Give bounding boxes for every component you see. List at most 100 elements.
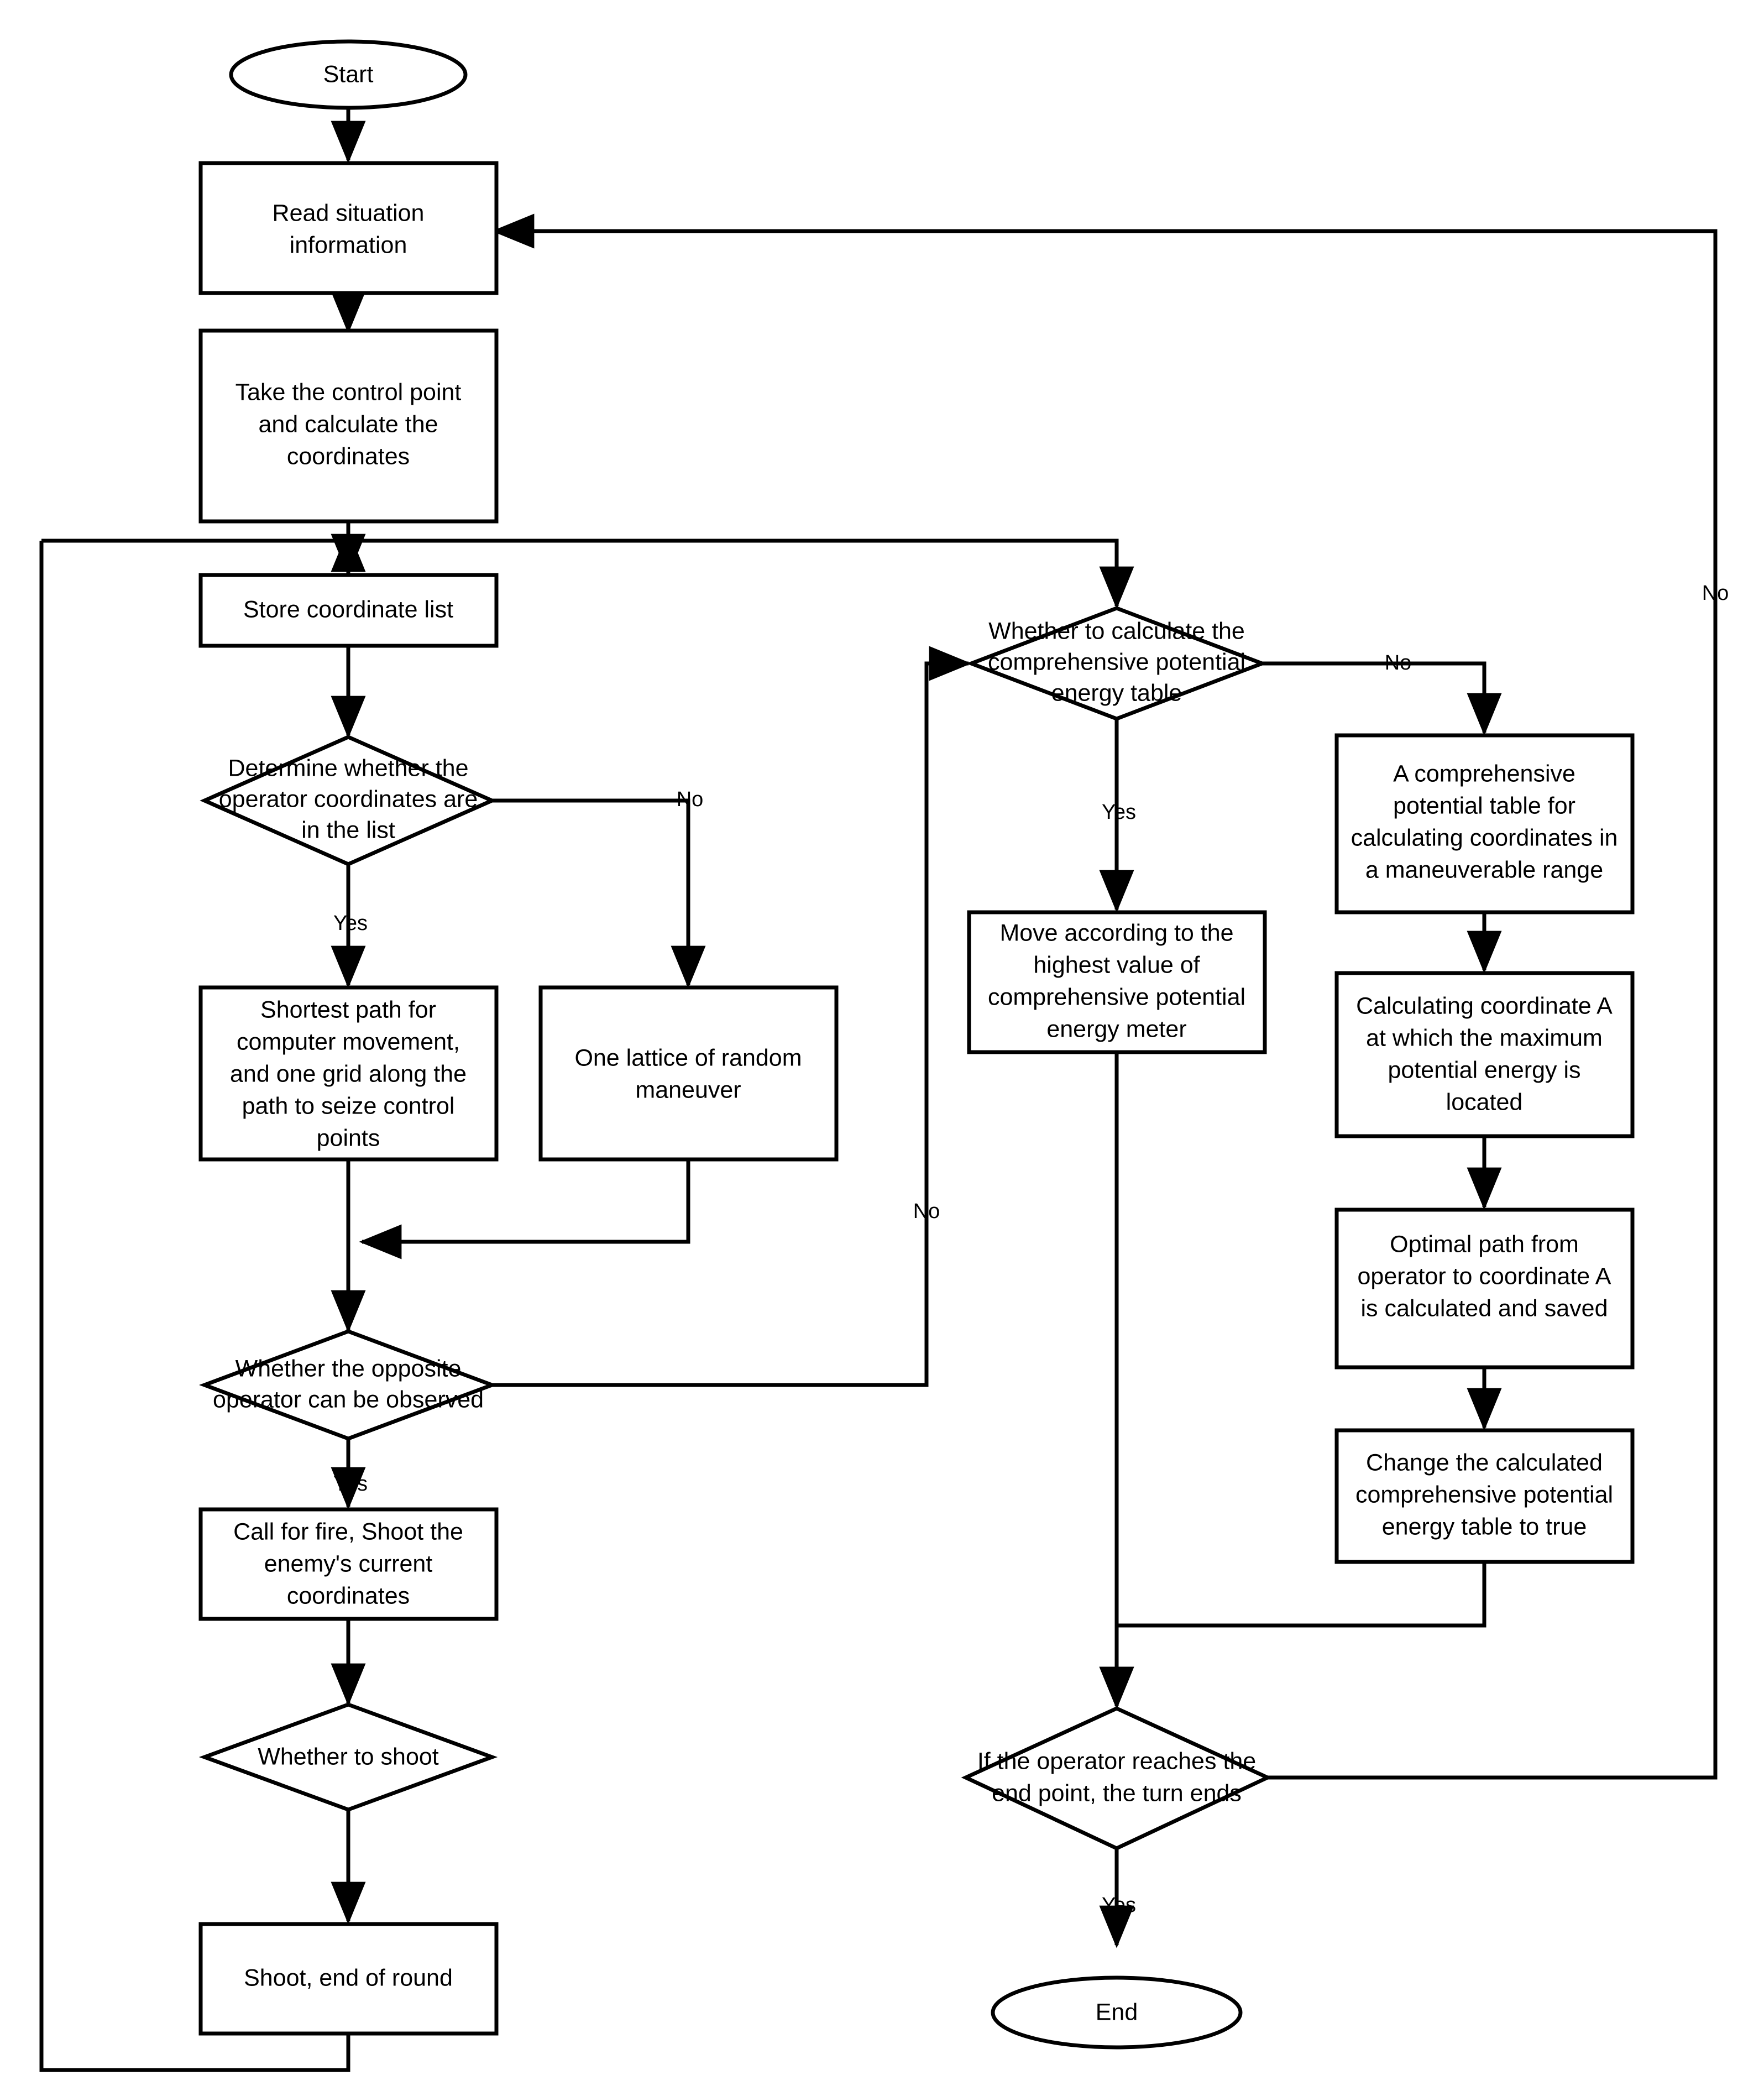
- shortest-path-label-line1: Shortest path for: [260, 996, 436, 1023]
- node-comprehensive-table[interactable]: A comprehensive potential table for calc…: [1334, 733, 1635, 914]
- node-move-highest-value[interactable]: Move according to the highest value of c…: [967, 910, 1267, 1054]
- call-for-fire-shape: [198, 1507, 499, 1621]
- node-shoot-end-round[interactable]: Shoot, end of round: [198, 1922, 499, 2036]
- store-coordinate-list-label: Store coordinate list: [243, 596, 453, 623]
- whether-to-shoot-label: Whether to shoot: [258, 1743, 439, 1770]
- determine-in-list-shape: [200, 735, 497, 866]
- edge-shoot-end-round-loop-back: [39, 541, 350, 2072]
- whether-observe-opposite-label-line2: operator can be observed: [213, 1386, 484, 1413]
- call-for-fire-label-line1: Call for fire, Shoot the: [233, 1518, 463, 1545]
- node-optimal-path[interactable]: Optimal path from operator to coordinate…: [1334, 1208, 1635, 1370]
- whether-to-shoot-shape: [198, 1702, 498, 1812]
- edge-bus-take-control-point-to-calc-table: [41, 539, 1134, 609]
- change-table-true-shape: [1334, 1428, 1635, 1564]
- edge-label-determine-no: No: [677, 788, 704, 811]
- operator-reaches-end-label-line2: end point, the turn ends: [992, 1780, 1242, 1806]
- shortest-path-label-line5: points: [317, 1125, 380, 1151]
- shoot-end-round-label: Shoot, end of round: [244, 1964, 453, 1991]
- calc-coordinate-a-label-line3: potential energy is: [1388, 1057, 1581, 1083]
- calc-coordinate-a-label-line1: Calculating coordinate A: [1356, 992, 1613, 1019]
- node-store-coordinate-list[interactable]: Store coordinate list: [198, 573, 499, 648]
- edge-change-table-true-to-reaches-end: [1099, 1562, 1486, 1710]
- edge-label-observe-no: No: [913, 1200, 940, 1223]
- edge-label-observe-yes: Yes: [333, 1472, 368, 1496]
- node-whether-calc-table[interactable]: Whether to calculate the comprehensive p…: [966, 606, 1268, 721]
- optimal-path-shape: [1334, 1208, 1635, 1370]
- edge-one-lattice-to-merge: [359, 1159, 690, 1259]
- node-call-for-fire[interactable]: Call for fire, Shoot the enemy's current…: [198, 1507, 499, 1621]
- start-terminator-shape: [229, 39, 468, 110]
- whether-calc-table-label-line2: comprehensive potential: [988, 649, 1245, 675]
- edge-whether-observe-no-to-calc-table: [492, 646, 972, 1387]
- change-table-true-label-line2: comprehensive potential: [1355, 1481, 1613, 1508]
- edge-determine-in-list-no-to-one-lattice: [492, 798, 706, 989]
- shortest-path-label-line4: path to seize control: [242, 1093, 455, 1119]
- comprehensive-table-label-line4: a maneuverable range: [1365, 856, 1603, 883]
- node-change-table-true[interactable]: Change the calculated comprehensive pote…: [1334, 1428, 1635, 1564]
- node-operator-reaches-end[interactable]: If the operator reaches the end point, t…: [961, 1706, 1273, 1851]
- end-terminator-shape: [991, 1975, 1243, 2050]
- edge-calc-table-no-to-comprehensive-table: [1260, 661, 1502, 736]
- read-situation-shape: [198, 161, 499, 295]
- read-situation-label-line2: information: [290, 232, 407, 258]
- edge-label-layer: No Yes Yes No No Yes Yes No: [333, 582, 1729, 1917]
- one-lattice-random-label-line2: maneuver: [635, 1076, 741, 1103]
- comprehensive-table-label-line1: A comprehensive: [1393, 760, 1575, 787]
- call-for-fire-label-line3: coordinates: [287, 1582, 410, 1609]
- node-read-situation[interactable]: Read situation information: [198, 161, 499, 295]
- determine-in-list-label-line3: in the list: [301, 817, 395, 843]
- determine-in-list-label-line1: Determine whether the: [228, 755, 469, 781]
- connector-layer: [39, 108, 1718, 2072]
- edge-label-determine-yes: Yes: [333, 912, 368, 935]
- shortest-path-label-line3: and one grid along the: [230, 1060, 467, 1087]
- node-take-control-point[interactable]: Take the control point and calculate the…: [198, 328, 499, 524]
- move-highest-value-label-line3: comprehensive potential: [988, 984, 1245, 1010]
- calc-coordinate-a-shape: [1334, 971, 1635, 1138]
- node-whether-observe-opposite[interactable]: Whether the opposite operator can be obs…: [198, 1329, 498, 1441]
- take-control-point-label-line3: coordinates: [287, 443, 410, 469]
- calc-coordinate-a-label-line2: at which the maximum: [1366, 1025, 1603, 1051]
- take-control-point-label-line2: and calculate the: [258, 411, 438, 437]
- read-situation-label-line1: Read situation: [273, 200, 425, 226]
- node-start[interactable]: Start: [229, 39, 468, 110]
- edge-label-calc-table-yes: Yes: [1102, 801, 1136, 824]
- one-lattice-random-shape: [538, 985, 839, 1162]
- change-table-true-label-line1: Change the calculated: [1366, 1449, 1603, 1476]
- determine-in-list-label-line2: operator coordinates are: [219, 786, 478, 812]
- comprehensive-table-label-line2: potential table for: [1393, 792, 1575, 819]
- node-one-lattice-random[interactable]: One lattice of random maneuver: [538, 985, 839, 1162]
- end-label: End: [1096, 1999, 1138, 2025]
- node-shortest-path[interactable]: Shortest path for computer movement, and…: [198, 985, 499, 1162]
- shoot-end-round-shape: [198, 1922, 499, 2036]
- optimal-path-label-line1: Optimal path from: [1390, 1231, 1579, 1257]
- whether-observe-opposite-label-line1: Whether the opposite: [235, 1355, 462, 1382]
- edge-label-reaches-end-yes: Yes: [1102, 1894, 1136, 1917]
- comprehensive-table-label-line3: calculating coordinates in: [1351, 824, 1618, 851]
- node-whether-to-shoot[interactable]: Whether to shoot: [198, 1702, 498, 1812]
- store-coordinate-list-shape: [198, 573, 499, 648]
- calc-coordinate-a-label-line4: located: [1446, 1089, 1523, 1115]
- shortest-path-shape: [198, 985, 499, 1162]
- change-table-true-label-line3: energy table to true: [1382, 1513, 1587, 1540]
- operator-reaches-end-label-line1: If the operator reaches the: [977, 1748, 1256, 1774]
- whether-calc-table-label-line3: energy table: [1051, 679, 1182, 706]
- edge-reaches-end-no-to-read-situation: [491, 213, 1718, 1780]
- whether-calc-table-label-line1: Whether to calculate the: [988, 618, 1245, 644]
- node-layer: Start Read situation information Take th…: [198, 39, 1635, 2050]
- edge-label-calc-table-no: No: [1385, 651, 1412, 675]
- whether-calc-table-shape: [966, 606, 1268, 721]
- take-control-point-label-line1: Take the control point: [235, 379, 462, 405]
- take-control-point-shape: [198, 328, 499, 524]
- operator-reaches-end-shape: [961, 1706, 1273, 1851]
- move-highest-value-label-line4: energy meter: [1046, 1016, 1186, 1042]
- optimal-path-label-line2: operator to coordinate A: [1358, 1263, 1611, 1289]
- node-end[interactable]: End: [991, 1975, 1243, 2050]
- shortest-path-label-line2: computer movement,: [237, 1028, 460, 1055]
- node-determine-in-list[interactable]: Determine whether the operator coordinat…: [200, 735, 497, 866]
- node-calc-coordinate-a[interactable]: Calculating coordinate A at which the ma…: [1334, 971, 1635, 1138]
- call-for-fire-label-line2: enemy's current: [264, 1550, 433, 1577]
- move-highest-value-label-line1: Move according to the: [999, 919, 1233, 946]
- start-label: Start: [323, 61, 374, 87]
